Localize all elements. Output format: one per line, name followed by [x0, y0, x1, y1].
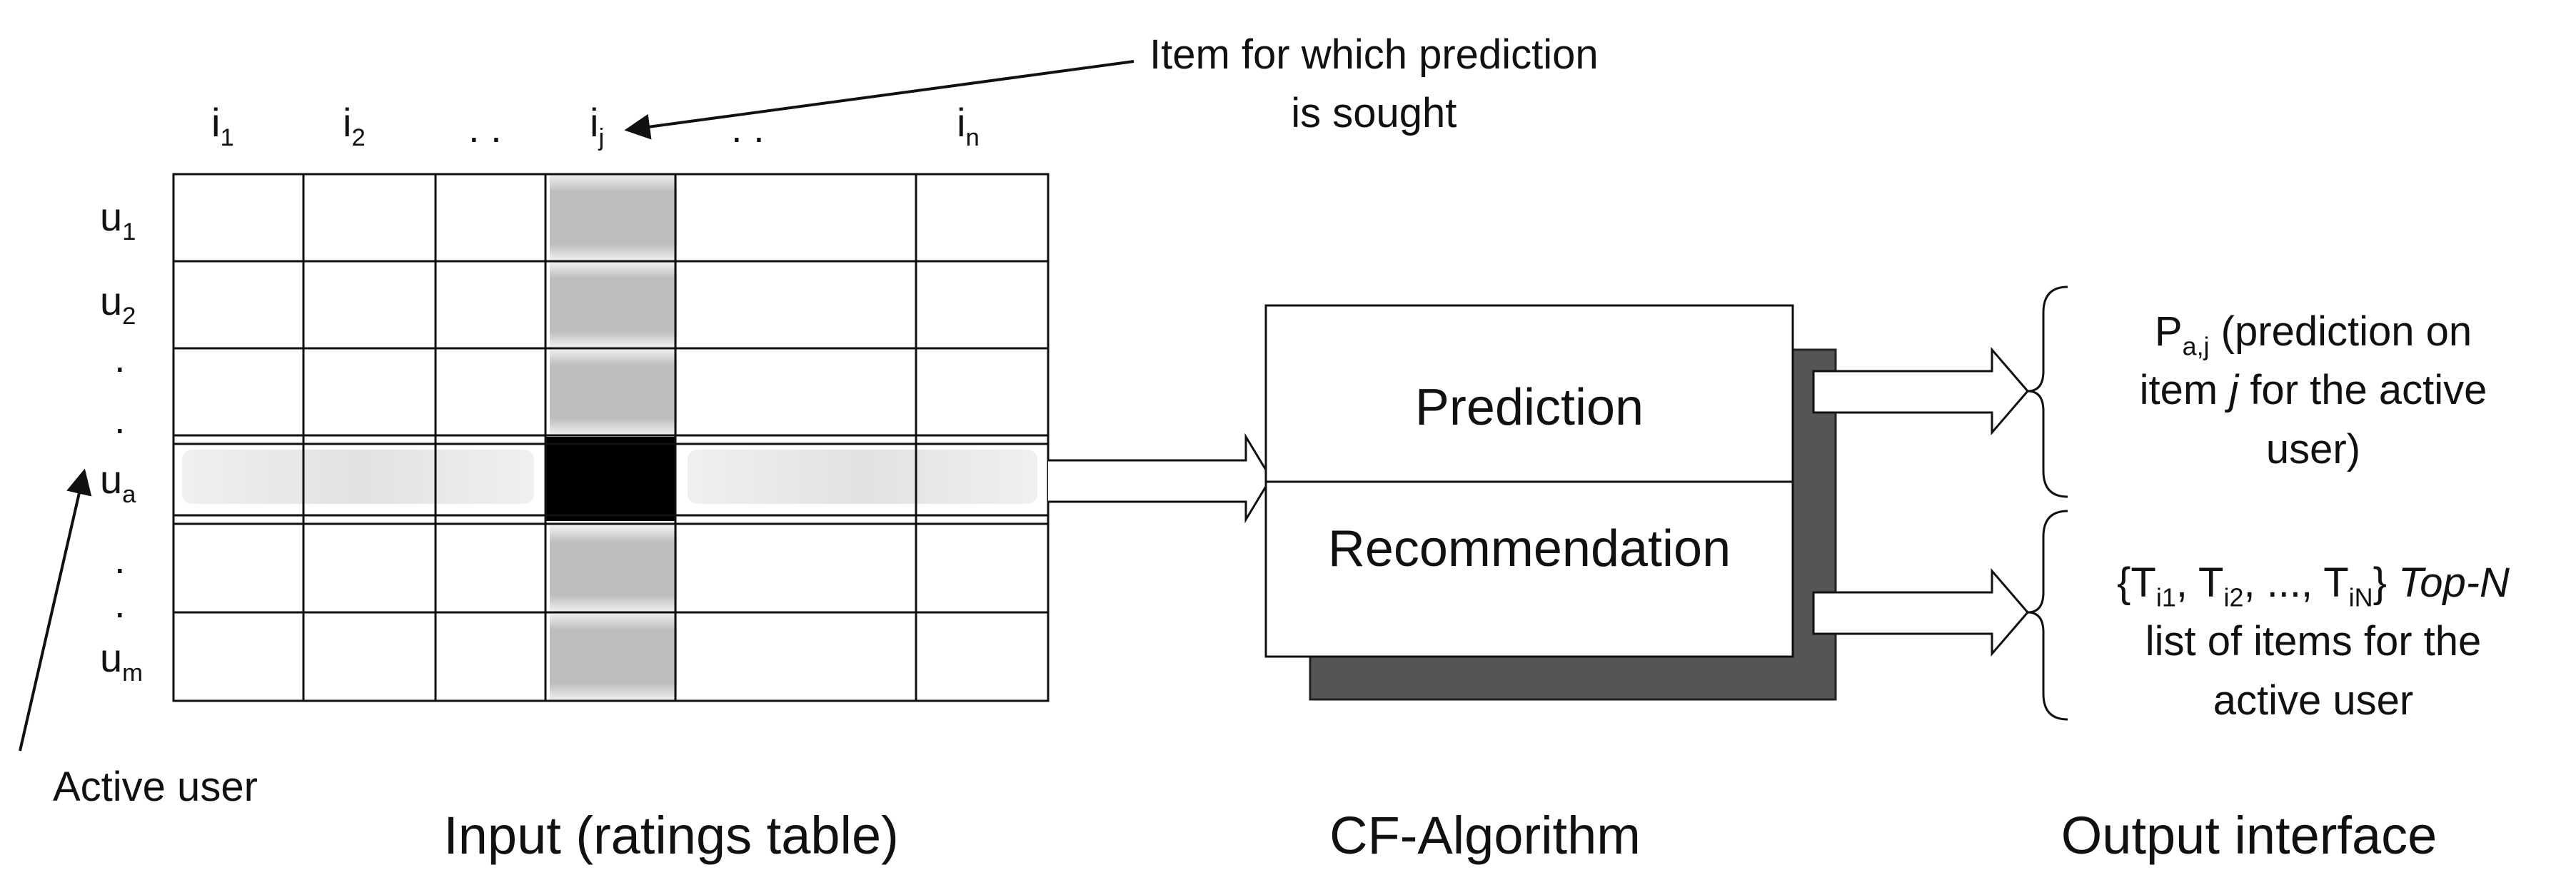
prediction-brace — [2027, 285, 2068, 498]
row-header-ellipsis-2: . — [114, 397, 126, 442]
row-header-m: um — [100, 635, 144, 687]
active-user-label: Active user — [53, 764, 258, 810]
input-caption: Input (ratings table) — [443, 806, 899, 865]
prediction-label: Prediction — [1414, 379, 1644, 436]
column-header-1: i1 — [211, 100, 234, 152]
recommendation-brace — [2027, 510, 2068, 721]
column-header-n: in — [957, 100, 980, 152]
prediction-output-arrow — [1812, 346, 2029, 436]
recommendation-label: Recommendation — [1327, 520, 1731, 577]
input-arrow — [1048, 433, 1272, 524]
annotation-arrow — [624, 60, 1134, 140]
row-header-ellipsis-3: . — [114, 537, 126, 582]
active-user-row — [182, 450, 1037, 504]
topn-output-line-2: list of items for the — [2145, 618, 2482, 665]
annotation-text: Item for which prediction is sought — [1149, 26, 1599, 143]
algorithm-caption: CF-Algorithm — [1329, 806, 1641, 865]
row-header-2: u2 — [100, 278, 136, 330]
prediction-output-line-3: user) — [2265, 425, 2361, 472]
active-cell — [545, 437, 675, 521]
active-user-arrow — [19, 468, 92, 752]
target-item-column — [550, 174, 677, 701]
column-header-ellipsis-2: . . — [731, 106, 765, 151]
column-header-j: ij — [590, 100, 605, 152]
topn-output-line-3: active user — [2213, 677, 2414, 724]
column-header-2: i2 — [343, 100, 366, 152]
row-header-ellipsis-1: . — [114, 335, 126, 380]
annotation-line-1: Item for which prediction — [1149, 31, 1599, 78]
prediction-output-line-1: Pa,j (prediction on — [2154, 308, 2472, 361]
row-header-1: u1 — [100, 194, 136, 246]
prediction-output-text: Pa,j (prediction on item j for the activ… — [2056, 303, 2570, 479]
prediction-output-line-2: item j for the active — [2139, 367, 2487, 414]
column-header-ellipsis-1: . . — [468, 106, 502, 151]
recommendation-output-arrow — [1812, 567, 2029, 657]
topn-output-text: {Ti1, Ti2, ..., TiN} Top-N list of items… — [2056, 554, 2570, 730]
row-header-ellipsis-4: . — [114, 581, 126, 626]
annotation-line-2: is sought — [1291, 90, 1457, 137]
output-caption: Output interface — [2061, 806, 2437, 865]
row-header-active: ua — [100, 457, 136, 509]
ratings-table-grid — [172, 173, 1050, 702]
topn-output-line-1: {Ti1, Ti2, ..., TiN} Top-N — [2117, 560, 2510, 612]
